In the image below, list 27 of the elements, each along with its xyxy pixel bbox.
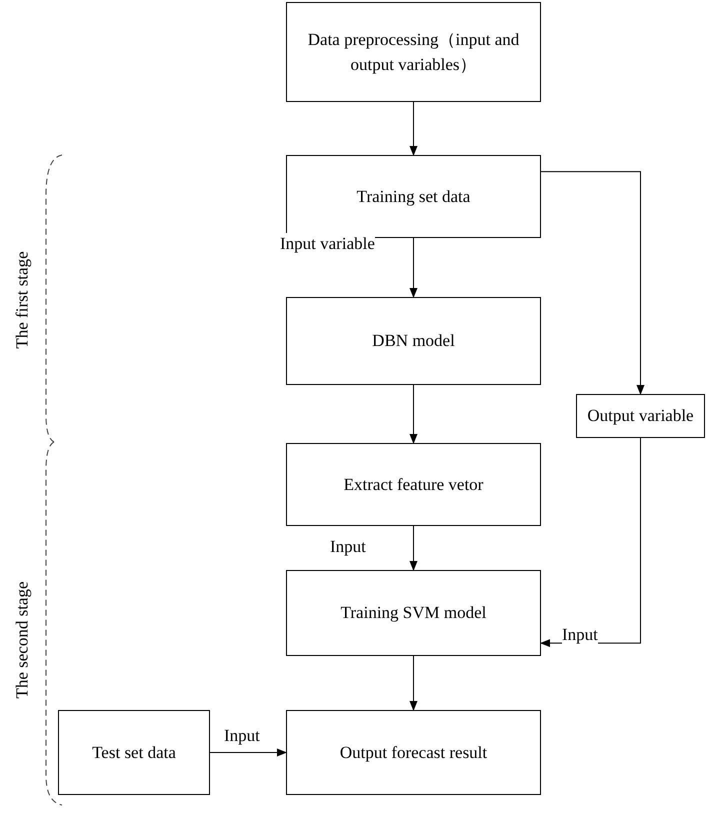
process-box bbox=[286, 710, 541, 795]
arrow bbox=[410, 656, 418, 711]
box-text: Test set data bbox=[92, 742, 176, 764]
box-text: DBN model bbox=[372, 330, 455, 352]
process-box bbox=[58, 710, 210, 795]
arrow bbox=[410, 238, 418, 298]
box-text: Training set data bbox=[356, 186, 470, 208]
arrow bbox=[410, 526, 418, 571]
box-text: Output forecast result bbox=[340, 742, 488, 764]
process-box bbox=[286, 443, 541, 526]
process-box bbox=[286, 297, 541, 385]
box-text: Output variable bbox=[587, 405, 694, 428]
arrow bbox=[410, 102, 418, 156]
box-text: Data preprocessing（input and output variables） bbox=[306, 28, 520, 76]
arrow bbox=[210, 748, 287, 756]
arrow bbox=[410, 384, 418, 444]
process-box bbox=[576, 394, 705, 438]
process-box bbox=[286, 570, 541, 656]
arrow bbox=[540, 438, 641, 648]
stage-label: The second stage bbox=[14, 581, 30, 699]
arrow bbox=[540, 171, 644, 395]
box-text: Training SVM model bbox=[340, 602, 486, 624]
process-box bbox=[286, 155, 541, 238]
box-text: Extract feature vetor bbox=[344, 474, 484, 496]
process-box bbox=[286, 2, 541, 102]
stage-label: The first stage bbox=[14, 251, 30, 349]
edge-label: Input variable bbox=[280, 233, 375, 254]
